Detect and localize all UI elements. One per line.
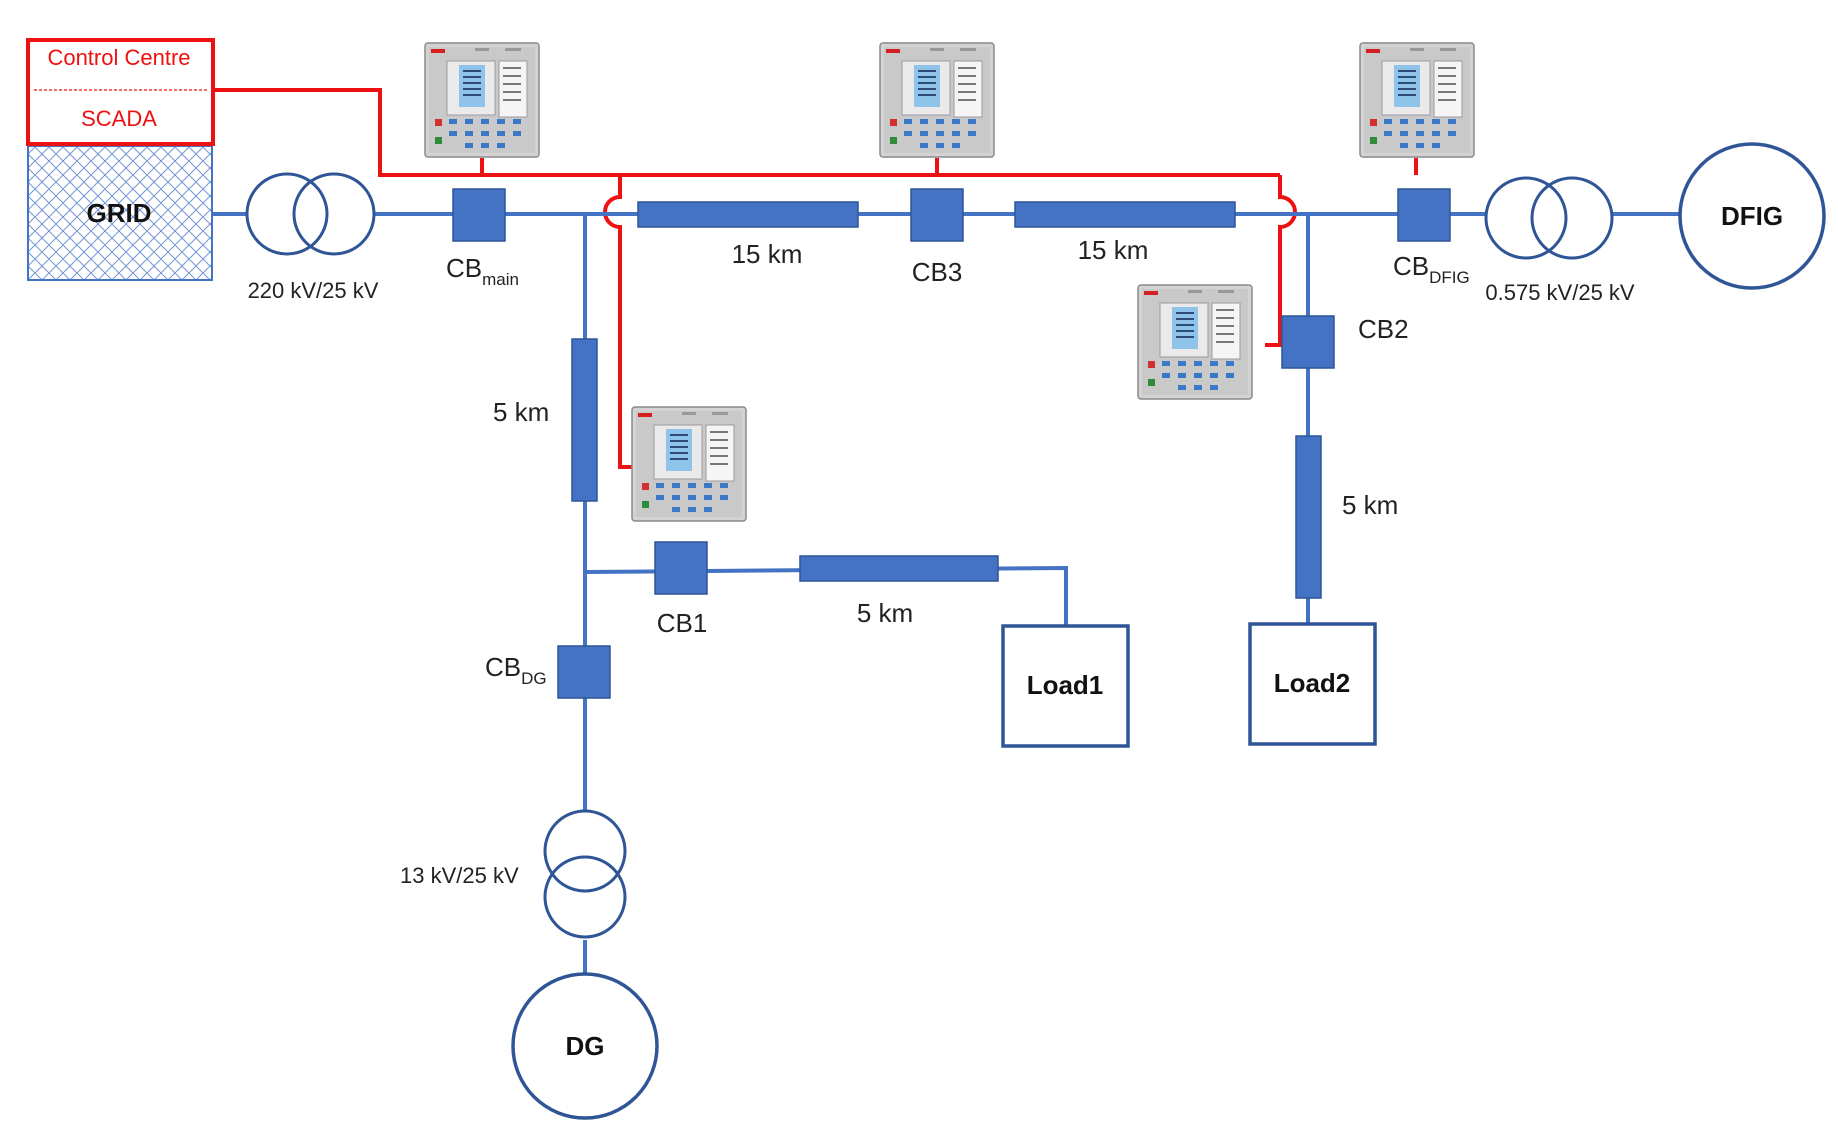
protection-relay-icon[interactable] — [1137, 284, 1253, 400]
cb2-breaker[interactable] — [1281, 315, 1335, 369]
cb1-label: CB1 — [657, 608, 708, 638]
dfig-transformer-label: 0.575 kV/25 kV — [1485, 280, 1635, 305]
protection-relay-icon[interactable] — [879, 42, 995, 158]
grid-transformer-label: 220 kV/25 kV — [248, 278, 379, 303]
line-dg-label: 5 km — [493, 397, 549, 427]
dg-generator-icon[interactable] — [511, 972, 659, 1120]
cb-dg-label: CBDG — [485, 652, 547, 688]
line-segments — [571, 201, 1322, 599]
load1-box[interactable] — [1001, 624, 1130, 748]
dfig-transformer-icon — [1484, 176, 1614, 260]
generators — [511, 142, 1826, 1120]
dg-label: DG — [566, 1031, 605, 1061]
cb-main-label: CBmain — [446, 253, 519, 289]
comm-link-control-centre — [213, 88, 620, 177]
line-load1-label: 5 km — [857, 598, 913, 628]
load1-label: Load1 — [1027, 670, 1104, 700]
line-load2-label: 5 km — [1342, 490, 1398, 520]
cb-dfig-breaker[interactable] — [1397, 188, 1451, 242]
dg-transformer-icon — [543, 809, 627, 939]
line-main-right-label: 15 km — [1078, 235, 1149, 265]
dg-transformer-label: 13 kV/25 kV — [400, 863, 519, 888]
cb3-label: CB3 — [912, 257, 963, 287]
protection-relay-icon[interactable] — [424, 42, 540, 158]
line-segment-main-right — [1014, 201, 1236, 228]
cb2-label: CB2 — [1358, 314, 1409, 344]
grid-source-box — [27, 145, 213, 281]
load2-box[interactable] — [1248, 622, 1377, 746]
line-segment-load1 — [799, 555, 999, 582]
cb1-breaker[interactable] — [654, 541, 708, 595]
cb-dfig-label: CBDFIG — [1393, 251, 1470, 287]
control-centre-title: Control Centre — [47, 45, 190, 70]
cb-main-breaker[interactable] — [452, 188, 506, 242]
line-segment-dg — [571, 338, 598, 502]
cb-dg-breaker[interactable] — [557, 645, 611, 699]
line-load1-feeder — [584, 565, 1068, 625]
grid-transformer-icon — [245, 172, 376, 256]
transformers — [245, 172, 1614, 939]
scada-comm-network — [213, 88, 1418, 469]
dfig-label: DFIG — [1721, 201, 1783, 231]
scada-label: SCADA — [81, 106, 157, 131]
line-segment-main-left — [637, 201, 859, 228]
line-main-left-label: 15 km — [732, 239, 803, 269]
line-segment-load2 — [1295, 435, 1322, 599]
loads — [1001, 622, 1377, 748]
cb3-breaker[interactable] — [910, 188, 964, 242]
grid-label: GRID — [87, 198, 152, 228]
comm-link-cb1-relay — [603, 175, 632, 469]
protection-relay-icon[interactable] — [1359, 42, 1475, 158]
protection-relay-icon[interactable] — [631, 406, 747, 522]
circuit-breakers — [452, 188, 1451, 699]
load2-label: Load2 — [1274, 668, 1351, 698]
dfig-generator-icon[interactable] — [1678, 142, 1826, 290]
power-network — [212, 212, 1690, 975]
control-centre-box[interactable] — [26, 38, 215, 146]
